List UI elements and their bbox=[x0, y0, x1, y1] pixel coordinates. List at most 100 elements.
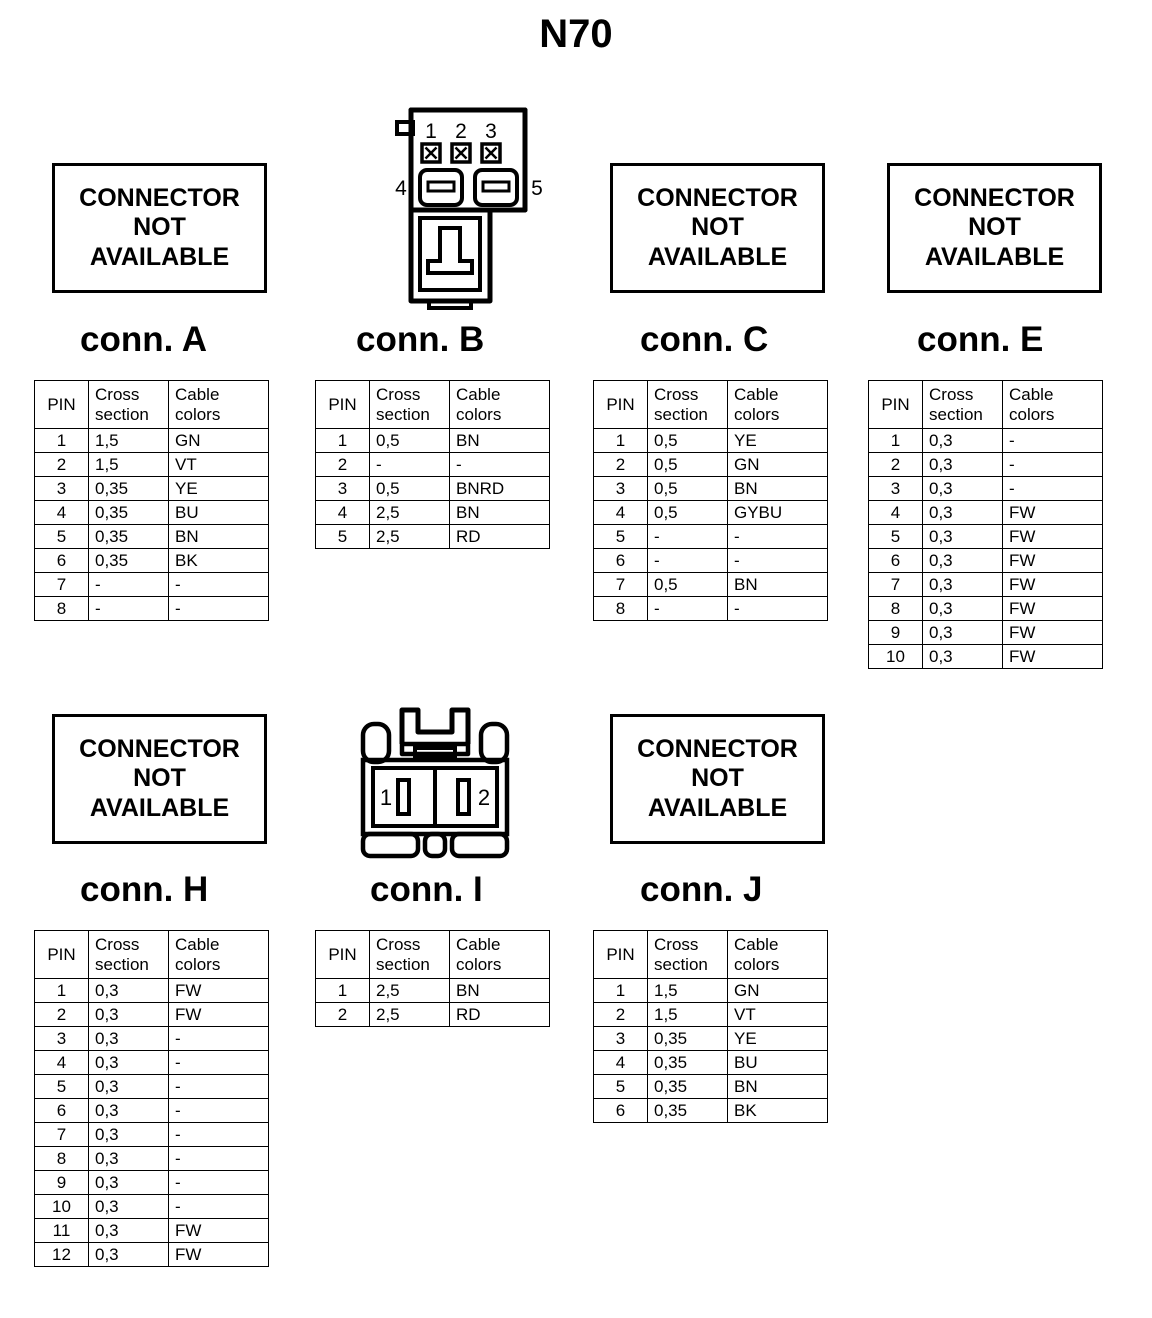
cell-cable-colors: FW bbox=[1002, 572, 1103, 597]
cell-cable-colors: - bbox=[168, 1146, 269, 1171]
cell-pin: 1 bbox=[868, 428, 923, 453]
connector-not-available-box-c: CONNECTOR NOT AVAILABLE bbox=[610, 163, 825, 293]
header-cable-line2: colors bbox=[734, 404, 780, 424]
cell-cable-colors: FW bbox=[1002, 524, 1103, 549]
cell-cable-colors: - bbox=[168, 572, 269, 597]
header-cross-line1: Cross bbox=[929, 385, 974, 405]
cell-cross-section: 0,3 bbox=[88, 978, 169, 1003]
header-cross-line2: section bbox=[95, 954, 149, 974]
header-cable-colors: Cable colors bbox=[168, 380, 269, 429]
header-pin: PIN bbox=[593, 380, 648, 429]
cell-cable-colors: - bbox=[727, 596, 828, 621]
table-header-row: PIN Cross section Cable colors bbox=[868, 380, 1103, 429]
connector-not-available-box-j: CONNECTOR NOT AVAILABLE bbox=[610, 714, 825, 844]
cell-pin: 1 bbox=[593, 428, 648, 453]
cell-cross-section: 0,3 bbox=[88, 1002, 169, 1027]
header-cross-section: Cross section bbox=[369, 380, 450, 429]
header-cross-section: Cross section bbox=[647, 380, 728, 429]
header-cable-colors: Cable colors bbox=[168, 930, 269, 979]
cell-cross-section: - bbox=[369, 452, 450, 477]
table-row: 6-- bbox=[593, 548, 828, 573]
page-title: N70 bbox=[539, 12, 613, 56]
conn-caption-e: conn. E bbox=[917, 320, 1044, 359]
cell-cable-colors: - bbox=[727, 548, 828, 573]
connector-b-socket-3-cross bbox=[484, 146, 498, 160]
table-header-row: PIN Cross section Cable colors bbox=[315, 930, 550, 979]
cell-pin: 3 bbox=[34, 1026, 89, 1051]
cell-cable-colors: YE bbox=[727, 1026, 828, 1051]
connector-b-keyway-shape bbox=[426, 226, 474, 275]
cell-pin: 11 bbox=[34, 1218, 89, 1243]
header-cross-section: Cross section bbox=[88, 380, 169, 429]
header-pin: PIN bbox=[868, 380, 923, 429]
cell-cable-colors: - bbox=[168, 1122, 269, 1147]
cell-cross-section: 1,5 bbox=[88, 428, 169, 453]
connector-i-foot-right bbox=[449, 831, 510, 859]
table-header-row: PIN Cross section Cable colors bbox=[34, 380, 269, 429]
cell-cross-section: 0,3 bbox=[88, 1242, 169, 1267]
header-cable-line1: Cable bbox=[456, 385, 501, 405]
table-row: 7-- bbox=[34, 572, 269, 597]
cell-cross-section: 0,3 bbox=[88, 1170, 169, 1195]
cell-pin: 10 bbox=[868, 644, 923, 669]
cell-cross-section: 0,5 bbox=[647, 428, 728, 453]
connector-b-socket-4-slot bbox=[426, 180, 456, 193]
cell-cross-section: 0,3 bbox=[88, 1218, 169, 1243]
connector-b-upper-block bbox=[408, 107, 528, 213]
connector-not-available-box-e: CONNECTOR NOT AVAILABLE bbox=[887, 163, 1102, 293]
cell-pin: 6 bbox=[868, 548, 923, 573]
cell-pin: 10 bbox=[34, 1194, 89, 1219]
header-cross-line2: section bbox=[654, 954, 708, 974]
cell-cable-colors: BU bbox=[168, 500, 269, 525]
header-pin: PIN bbox=[34, 930, 89, 979]
cna-line-2: NOT bbox=[968, 213, 1021, 242]
cell-pin: 2 bbox=[34, 1002, 89, 1027]
cell-cable-colors: - bbox=[168, 1170, 269, 1195]
cell-pin: 2 bbox=[315, 452, 370, 477]
connector-i-blade-2 bbox=[456, 778, 471, 816]
cell-cross-section: 0,3 bbox=[922, 452, 1003, 477]
cell-cross-section: - bbox=[88, 572, 169, 597]
connector-i-foot-left bbox=[360, 831, 421, 859]
cell-cross-section: 0,35 bbox=[647, 1098, 728, 1123]
connector-b-keyway-box bbox=[418, 216, 482, 292]
connector-b-socket-1 bbox=[420, 142, 442, 164]
cell-cable-colors: - bbox=[727, 524, 828, 549]
header-pin: PIN bbox=[315, 930, 370, 979]
connector-b-pin-label-5: 5 bbox=[531, 177, 543, 200]
conn-caption-j: conn. J bbox=[640, 870, 763, 909]
cell-cable-colors: YE bbox=[168, 476, 269, 501]
cell-cross-section: 0,35 bbox=[647, 1074, 728, 1099]
conn-caption-a: conn. A bbox=[80, 320, 208, 359]
table-row: 5-- bbox=[593, 524, 828, 549]
cell-cross-section: 0,3 bbox=[88, 1074, 169, 1099]
cell-pin: 1 bbox=[593, 978, 648, 1003]
conn-caption-i: conn. I bbox=[370, 870, 483, 909]
cell-pin: 3 bbox=[593, 476, 648, 501]
connector-i-foot-center bbox=[422, 831, 448, 859]
cell-cable-colors: BK bbox=[727, 1098, 828, 1123]
cna-line-3: AVAILABLE bbox=[924, 242, 1065, 271]
cell-pin: 5 bbox=[315, 524, 370, 549]
cell-cross-section: - bbox=[88, 596, 169, 621]
cell-cable-colors: BN bbox=[168, 524, 269, 549]
